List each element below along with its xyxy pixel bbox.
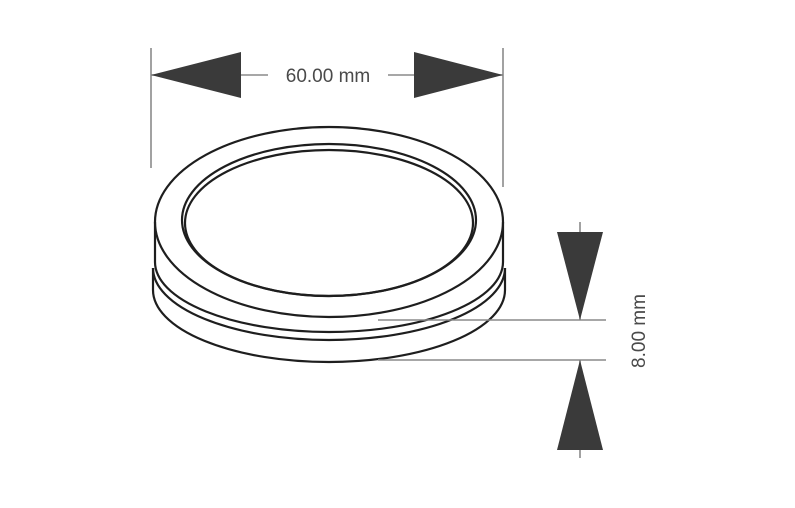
disc-bottom-edge (151, 289, 507, 364)
height-arrowhead-top (557, 232, 603, 320)
disc-top-face-outer (153, 125, 505, 319)
width-arrowhead-left (151, 52, 241, 98)
disc-groove-edge-lower (151, 267, 507, 342)
height-arrowhead-bottom (557, 360, 603, 450)
height-dimension-label: 8.00 mm (629, 294, 650, 368)
width-dimension-label: 60.00 mm (286, 66, 370, 87)
disc-groove-edge-upper (153, 261, 505, 334)
height-dimension: 8.00 mm (378, 222, 650, 458)
disc-part (151, 125, 507, 364)
width-dimension: 60.00 mm (150, 48, 504, 187)
width-arrowhead-right (414, 52, 503, 98)
disc-recess-inner (183, 148, 475, 298)
